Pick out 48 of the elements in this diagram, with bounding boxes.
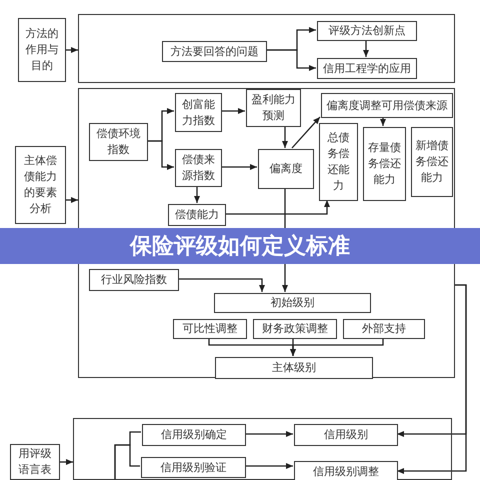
container-box bbox=[73, 418, 452, 480]
arrow bbox=[221, 164, 257, 170]
process-box: 财务政策调整 bbox=[253, 319, 337, 339]
process-box: 偿债环境指数 bbox=[89, 123, 148, 161]
process-box: 可比性调整 bbox=[173, 319, 247, 339]
process-box: 总债务偿还能力 bbox=[319, 123, 358, 201]
process-box: 初始级别 bbox=[214, 293, 371, 313]
arrow bbox=[266, 49, 316, 71]
process-box: 信用级别验证 bbox=[141, 457, 246, 478]
arrow bbox=[292, 116, 320, 148]
process-box: 方法的作用与目的 bbox=[18, 18, 66, 82]
process-box: 评级方法创新点 bbox=[317, 21, 417, 41]
process-box: 信用级别确定 bbox=[142, 424, 246, 446]
process-box: 偿债能力 bbox=[168, 204, 226, 226]
process-box: 创富能力指数 bbox=[175, 93, 222, 132]
process-box: 信用级别调整 bbox=[294, 461, 398, 480]
arrow bbox=[225, 200, 330, 215]
process-box: 用评级语言表 bbox=[10, 444, 60, 480]
process-box: 信用级别 bbox=[294, 424, 398, 446]
process-box: 主体级别 bbox=[215, 357, 373, 379]
process-box: 偏离度调整可用偿债来源 bbox=[321, 93, 453, 118]
arrow bbox=[60, 459, 73, 465]
title-banner: 保险评级如何定义标准 bbox=[0, 228, 480, 264]
arrow bbox=[245, 463, 293, 469]
process-box: 偿债来源指数 bbox=[175, 149, 222, 187]
process-box: 方法要回答的问题 bbox=[162, 41, 267, 62]
process-box: 新增债务偿还能力 bbox=[411, 127, 453, 197]
arrow bbox=[221, 108, 245, 114]
arrow bbox=[245, 431, 293, 437]
process-box: 存量债务偿还能力 bbox=[363, 127, 406, 201]
arrow bbox=[380, 117, 386, 126]
arrow bbox=[66, 47, 78, 53]
process-box: 信用工程学的应用 bbox=[317, 58, 417, 79]
container-box bbox=[78, 14, 455, 83]
arrow bbox=[178, 278, 265, 292]
arrow bbox=[397, 284, 467, 474]
process-box: 偏离度 bbox=[258, 149, 314, 189]
process-box: 外部支持 bbox=[343, 319, 425, 339]
arrow bbox=[290, 338, 384, 356]
process-box: 盈利能力预测 bbox=[246, 89, 301, 127]
arrow bbox=[66, 197, 78, 203]
arrow bbox=[282, 126, 288, 148]
arrow bbox=[194, 186, 200, 203]
process-box: 主体偿债能力的要素分析 bbox=[15, 146, 66, 224]
arrow bbox=[363, 40, 369, 57]
connector-line bbox=[114, 444, 140, 480]
process-box: 行业风险指数 bbox=[89, 269, 179, 291]
arrow bbox=[147, 140, 174, 170]
